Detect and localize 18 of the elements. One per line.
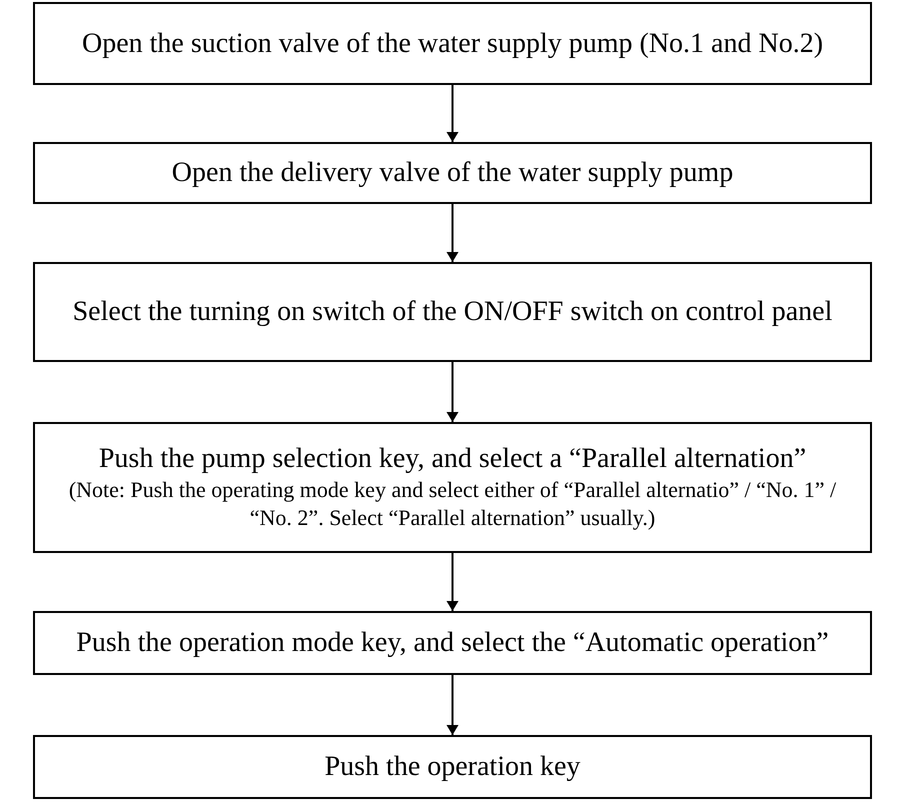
arrow [446, 675, 458, 735]
process-box [33, 262, 872, 362]
step-text: Push the operation mode key, and select the “Automatic operation” [76, 626, 829, 660]
process-box [33, 2, 872, 85]
process-box [33, 422, 872, 553]
step-text: Push the pump selection key, and select a “Parallel alternation” [98, 442, 806, 476]
step-text: Open the delivery valve of the water supply pump [172, 156, 734, 190]
arrow [446, 362, 458, 422]
arrow [446, 85, 458, 142]
process-box [33, 611, 872, 675]
step-text: Open the suction valve of the water supply pump (No.1 and No.2) [82, 26, 824, 60]
arrow [446, 204, 458, 262]
step-text: Push the operation key [324, 750, 580, 784]
process-box [33, 735, 872, 799]
arrow [446, 553, 458, 611]
process-box [33, 142, 872, 204]
note-text: (Note: Push the operating mode key and select either of “Parallel alternatio” / “No. 1” / “No. 2”. Select “Parallel alternation” usually.) [68, 476, 838, 532]
step-text: Select the turning on switch of the ON/OFF switch on control panel [72, 295, 832, 329]
